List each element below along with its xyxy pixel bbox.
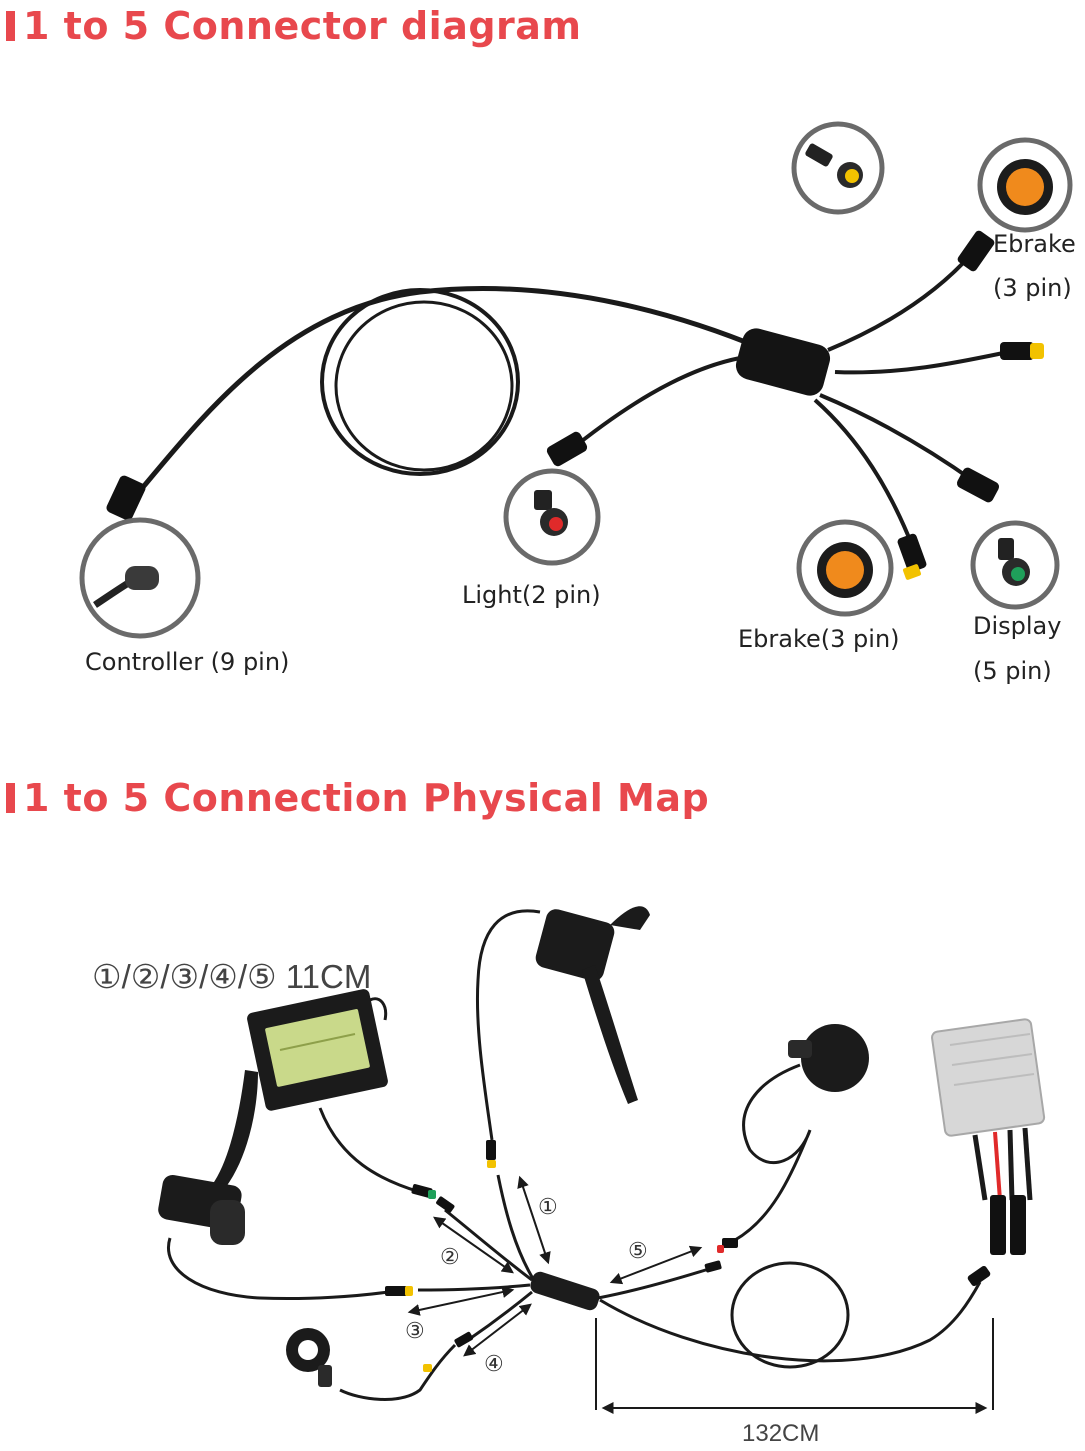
cable-brake-top (475, 909, 541, 1141)
splitter-body (735, 328, 831, 396)
section-title-text: 1 to 5 Connector diagram (23, 4, 582, 48)
headlight-plug-tip (717, 1245, 724, 1253)
display-plug (897, 533, 927, 573)
connector-closeup-icon (791, 121, 885, 215)
brake-lever-top (535, 906, 650, 1104)
cable-throttle (339, 1343, 457, 1401)
headlight-plug (722, 1238, 738, 1248)
display-plug-tip (428, 1190, 436, 1199)
label-controller: Controller (9 pin) (85, 648, 290, 676)
hub-splitter (530, 1271, 600, 1311)
ebrake-top-plug (957, 230, 995, 272)
brake-top-plug-tip (487, 1160, 496, 1168)
branch-ebrake-bottom (819, 393, 977, 484)
ebrake-bottom-plug (956, 467, 1000, 503)
branch-display-mid (834, 350, 1009, 375)
physical-map-diagram (158, 906, 1046, 1414)
cable-display (318, 1107, 421, 1194)
arrow-1 (517, 1175, 551, 1265)
label-display-pins: (5 pin) (973, 657, 1052, 685)
section-title-physical-map: 1 to 5 Connection Physical Map (6, 776, 709, 820)
arrow-5 (609, 1245, 703, 1285)
arrow-2 (433, 1216, 514, 1274)
cable-coil-inner (334, 300, 514, 472)
cable-coil (320, 288, 520, 476)
branch-5 (597, 1266, 713, 1300)
connector-closeup-icon (977, 137, 1073, 233)
cable-coil (730, 1261, 850, 1369)
cable-trunk (599, 1281, 982, 1363)
label-ebrake-top-pins: (3 pin) (993, 274, 1072, 302)
marker-3: ③ (405, 1318, 425, 1343)
lcd-display (247, 989, 388, 1111)
headlight (788, 1024, 869, 1092)
marker-1: ① (538, 1194, 558, 1219)
brake-left-plug (385, 1286, 407, 1296)
branch-3 (417, 1283, 531, 1292)
branch-5-plug (704, 1260, 722, 1273)
marker-4: ④ (484, 1351, 504, 1376)
controller-plug (106, 475, 146, 521)
connector-closeup-icon (79, 517, 201, 639)
brake-lever-left (158, 1070, 258, 1245)
branch-display (813, 398, 914, 546)
section-title-connector-diagram: 1 to 5 Connector diagram (6, 4, 582, 48)
label-light: Light(2 pin) (462, 581, 601, 609)
branch-4 (467, 1290, 533, 1342)
light-plug (546, 431, 588, 467)
connector-diagram (79, 121, 1073, 639)
branch-ebrake-top (827, 248, 977, 352)
marker-2: ② (440, 1244, 460, 1269)
throttle-plug-tip (423, 1364, 432, 1372)
brake-top-plug (486, 1140, 496, 1160)
cable-brake-left (167, 1237, 389, 1301)
section-title-text: 1 to 5 Connection Physical Map (23, 776, 710, 820)
branch-light (566, 356, 741, 454)
connector-closeup-icon (503, 468, 601, 566)
trunk-plug (967, 1265, 991, 1287)
branch-4-plug (454, 1331, 474, 1348)
thumb-throttle (286, 1328, 332, 1387)
connector-closeup-icon (796, 519, 894, 617)
controller-box (931, 1018, 1046, 1255)
label-ebrake-top: Ebrake (993, 230, 1076, 258)
label-ebrake-bottom: Ebrake(3 pin) (738, 625, 900, 653)
length-note: ①/②/③/④/⑤ 11CM (92, 958, 372, 995)
red-bar-icon (6, 11, 15, 41)
display-plug (411, 1184, 433, 1198)
brake-left-plug-tip (405, 1286, 413, 1296)
total-length: 132CM (742, 1420, 820, 1447)
arrow-3 (407, 1286, 515, 1316)
display-plug-tip (902, 564, 922, 580)
connector-closeup-icon (970, 520, 1060, 610)
branch-2-plug (436, 1196, 455, 1213)
mid-plug-tip (1030, 343, 1044, 359)
arrow-4 (463, 1303, 532, 1357)
cable-headlight (734, 1063, 812, 1242)
red-bar-icon (6, 783, 15, 813)
trunk-cable (126, 285, 771, 507)
marker-5: ⑤ (628, 1238, 648, 1263)
label-display: Display (973, 612, 1062, 640)
mid-plug (1000, 342, 1034, 360)
